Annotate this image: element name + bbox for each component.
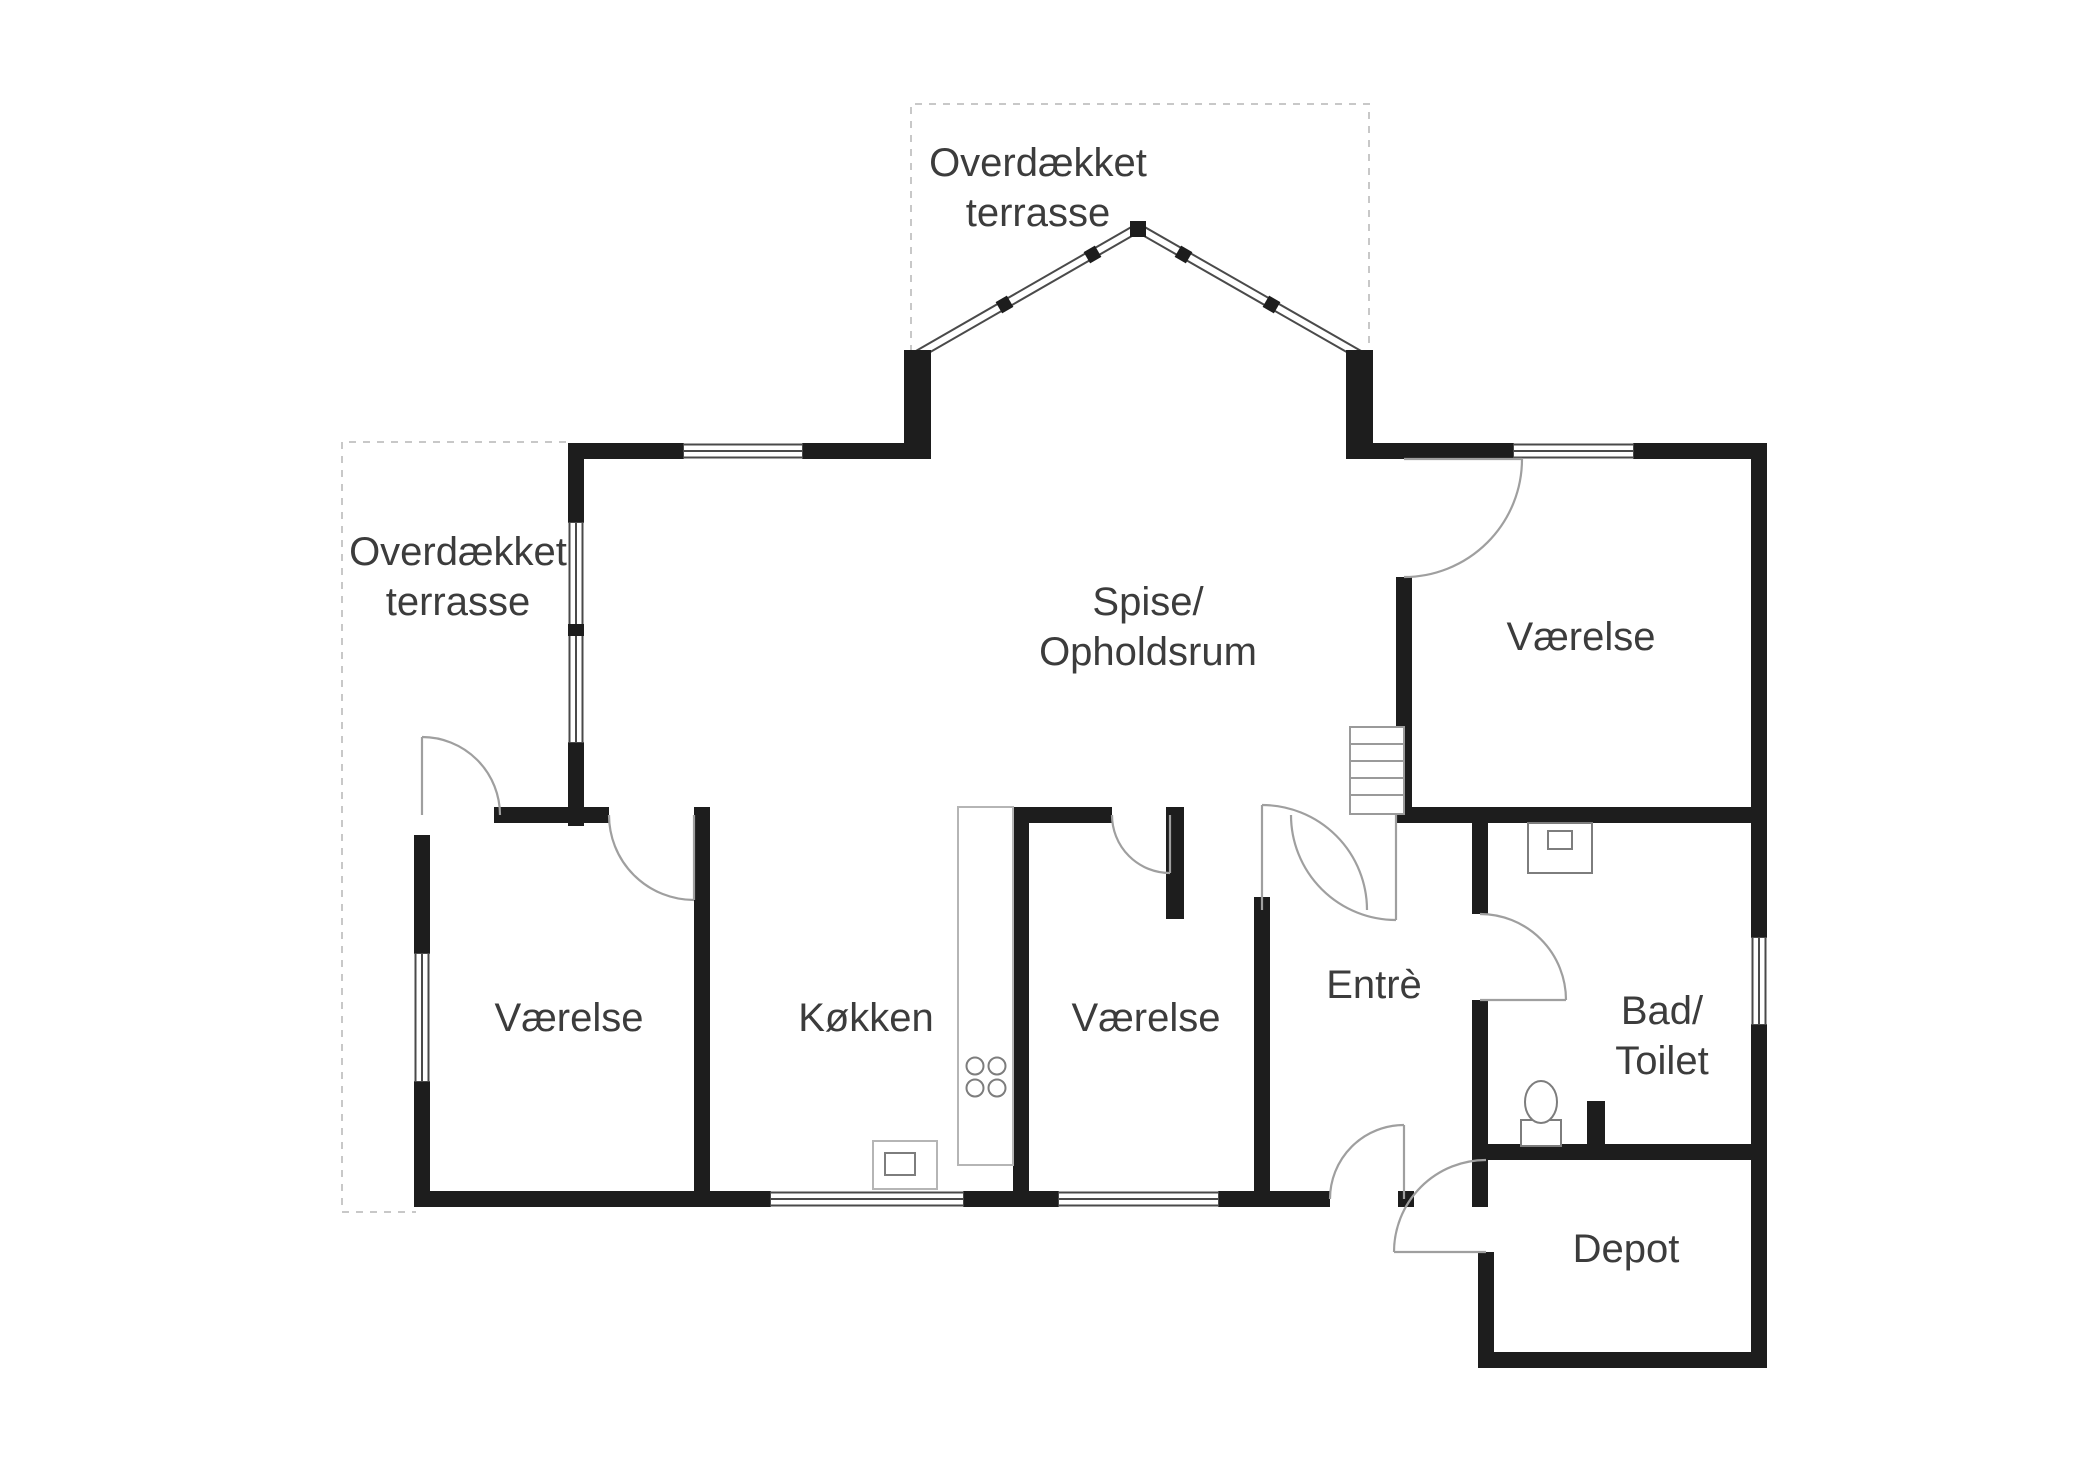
room-label-kitchen: Køkken — [798, 996, 934, 1040]
room-label-terrace-top-line1: Overdækket — [929, 141, 1147, 185]
interior-walls — [694, 577, 1767, 1207]
stairs-icon — [1349, 726, 1405, 815]
sink-island-icon — [872, 1140, 938, 1190]
exterior-walls — [414, 350, 1767, 1368]
room-label-bedroom-center: Værelse — [1072, 996, 1221, 1040]
room-label-living-line1: Spise/ — [1092, 580, 1204, 624]
cabinet-icon — [1527, 822, 1593, 874]
kitchen-counter — [957, 806, 1014, 1166]
toilet-icon — [1520, 1080, 1562, 1147]
peak-glass-wall — [914, 221, 1363, 360]
room-label-storage: Depot — [1573, 1227, 1680, 1271]
room-label-bath-line2: Toilet — [1615, 1039, 1708, 1083]
room-label-bath-line1: Bad/ — [1621, 989, 1704, 1033]
room-label-bedroom-left: Værelse — [495, 996, 644, 1040]
dashed-terrace-outline-left — [341, 441, 566, 1213]
room-label-living-line2: Opholdsrum — [1039, 630, 1257, 674]
stove-icon — [965, 1056, 1007, 1098]
door-arcs — [420, 457, 1568, 1254]
room-label-entry: Entrè — [1326, 963, 1422, 1007]
dashed-terrace-outline-top — [910, 103, 1370, 352]
room-label-terrace-top-line2: terrasse — [966, 191, 1111, 235]
room-label-bedroom-right: Værelse — [1507, 615, 1656, 659]
glass-mullion-icon — [995, 221, 1281, 314]
room-label-terrace-left-line1: Overdækket — [349, 530, 567, 574]
room-label-terrace-left-line2: terrasse — [386, 580, 531, 624]
